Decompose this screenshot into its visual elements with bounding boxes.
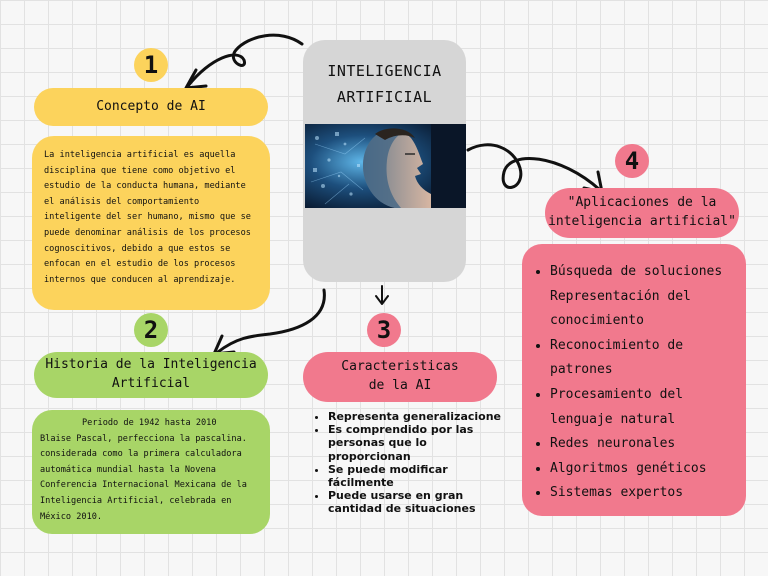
section2-title-line2: Artificial: [111, 376, 191, 391]
section4-item: Procesamiento del lenguaje natural: [550, 383, 740, 432]
arrow-to-section2: [216, 288, 326, 354]
section4-number-badge: 4: [615, 144, 649, 178]
section3-title-line2: de la AI: [368, 378, 432, 393]
section3-list: Representa generalizacione Es comprendid…: [312, 410, 507, 516]
section3-title: Caracteristicas de la AI: [303, 352, 497, 402]
section4-list-card: Búsqueda de soluciones Representación de…: [522, 244, 746, 516]
section1-title: Concepto de AI: [34, 88, 268, 126]
section4-title-line2: inteligencia artificial": [548, 214, 736, 229]
section3-item: Puede usarse en gran cantidad de situaci…: [328, 489, 507, 515]
section1-text: La inteligencia artificial es aquella di…: [44, 150, 251, 285]
section4-item: Búsqueda de soluciones Representación de…: [550, 260, 740, 334]
section1-text-card: La inteligencia artificial es aquella di…: [32, 136, 270, 310]
section4-item: Reconocimiento de patrones: [550, 334, 740, 383]
ai-head-image: [305, 124, 466, 208]
center-title: INTELIGENCIA ARTIFICIAL: [303, 58, 466, 110]
section2-text-period: Periodo de 1942 hasta 2010: [82, 418, 217, 428]
section4-title-line1: "Aplicaciones de la: [567, 195, 717, 211]
section4-title: "Aplicaciones de la inteligencia artific…: [545, 188, 739, 238]
arrow-to-section4: [466, 143, 602, 192]
center-title-line1: INTELIGENCIA: [327, 62, 442, 80]
section4-item: Algoritmos genéticos: [550, 457, 740, 482]
section3-item: Representa generalizacione: [328, 410, 507, 423]
section4-item: Sistemas expertos: [550, 481, 740, 506]
center-title-line2: ARTIFICIAL: [336, 88, 433, 106]
section4-item: Redes neuronales: [550, 432, 740, 457]
section3-item: Se puede modificar fácilmente: [328, 463, 507, 489]
section3-item: Es comprendido por las personas que lo p…: [328, 423, 507, 463]
section2-title: Historia de la Inteligencia Artificial: [34, 352, 268, 398]
arrow-to-section1: [186, 33, 304, 88]
section2-text-card: Periodo de 1942 hasta 2010 Blaise Pascal…: [32, 410, 270, 534]
section1-number-badge: 1: [134, 48, 168, 82]
section2-text-body: Blaise Pascal, perfecciona la pascalina.…: [40, 433, 247, 522]
section2-title-line1: Historia de la Inteligencia: [45, 357, 257, 373]
section2-number-badge: 2: [134, 313, 168, 347]
section3-title-line1: Caracteristicas: [341, 359, 459, 375]
section3-number-badge: 3: [367, 313, 401, 347]
